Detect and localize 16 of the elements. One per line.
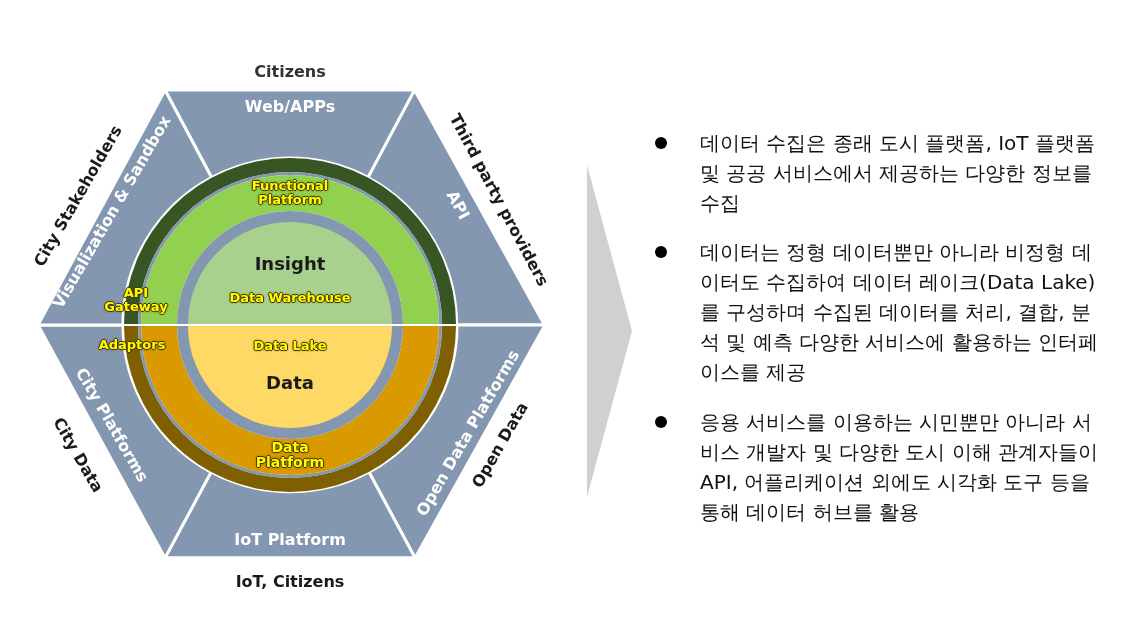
circle-label: Data Warehouse bbox=[229, 290, 351, 306]
circle-label: Data Lake bbox=[253, 338, 327, 354]
bullet-text: 데이터 수집은 종래 도시 플랫폼, IoT 플랫폼 및 공공 서비스에서 제공하는 다양한 정보를 수집 bbox=[700, 130, 1096, 217]
segment-label: IoT Platform bbox=[234, 531, 346, 549]
side-caption: Citizens bbox=[254, 63, 326, 81]
circle-title: Insight bbox=[254, 254, 326, 274]
bullet-text: 데이터는 정형 데이터뿐만 아니라 비정형 데이터도 수집하여 데이터 레이크(Data Lake)를 구성하며 수집된 데이터를 처리, 결합, 분석 및 예측 다양한 서비스에 활용하는 인터페이스를 제공 bbox=[700, 239, 1100, 386]
ring-label: Data Platform bbox=[254, 439, 326, 471]
ring-label: Adaptors bbox=[98, 337, 166, 353]
hexagon-segment bbox=[368, 90, 545, 325]
segment-label: API bbox=[443, 187, 473, 223]
segment-label: Web/APPs bbox=[244, 98, 336, 116]
ring-label: Functional Platform bbox=[250, 178, 330, 208]
circle-title: Data bbox=[266, 373, 314, 393]
side-caption: IoT, Citizens bbox=[235, 573, 345, 591]
bullet-text: 응용 서비스를 이용하는 시민뿐만 아니라 서비스 개발자 및 다양한 도시 이해 관계자들이 API, 어플리케이션 외에도 시각화 도구 등을 통해 데이터 허브를 활용 bbox=[700, 409, 1100, 526]
